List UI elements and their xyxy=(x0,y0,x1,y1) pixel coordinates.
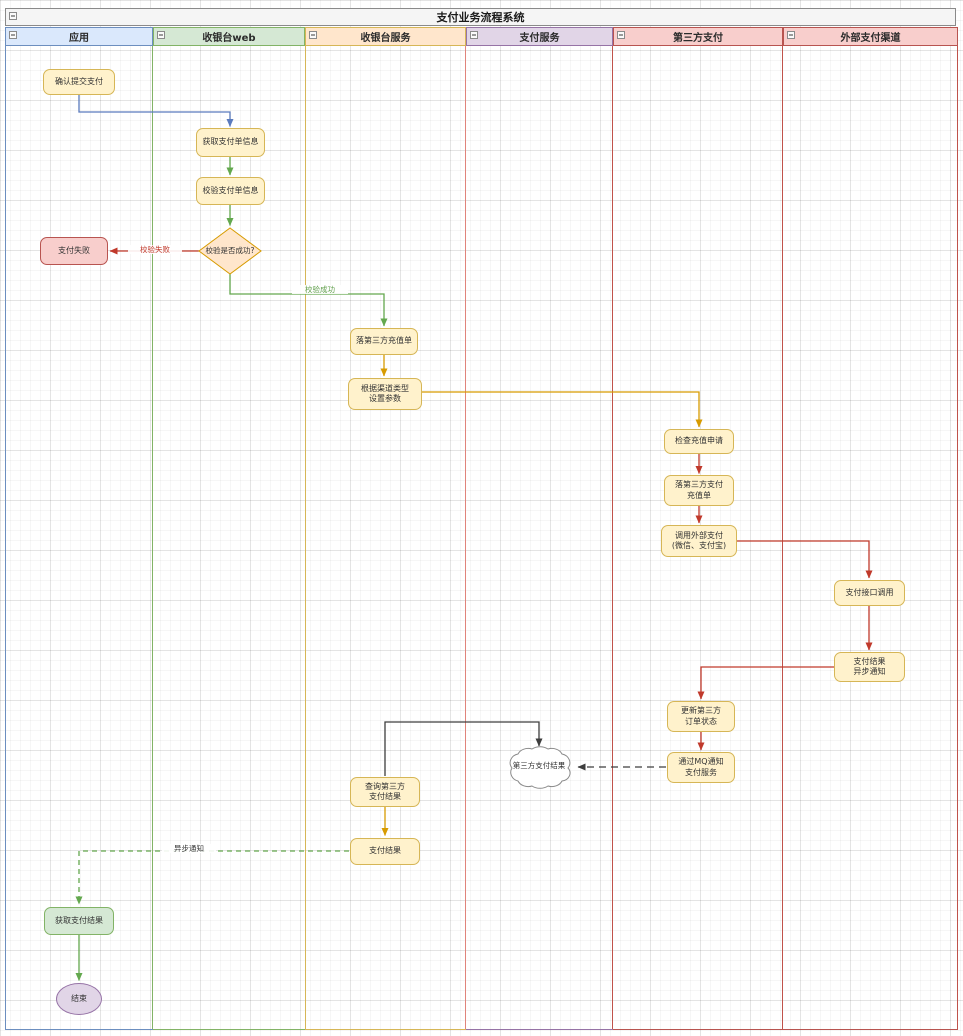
lane-bottom-border xyxy=(305,1029,466,1030)
node-end[interactable]: 结束 xyxy=(56,983,102,1015)
collapse-icon[interactable] xyxy=(470,31,478,39)
lane-label: 外部支付渠道 xyxy=(840,33,901,44)
node-check-recharge-request[interactable]: 检查充值申请 xyxy=(664,429,734,454)
node-create-third-party-recharge[interactable]: 落第三方支付 充值单 xyxy=(664,475,734,506)
lane-label: 应用 xyxy=(69,33,89,44)
lane-bottom-border xyxy=(783,1029,958,1030)
lane-bottom-border xyxy=(613,1029,783,1030)
collapse-icon[interactable] xyxy=(617,31,625,39)
lane-divider xyxy=(782,46,783,1030)
lane-label: 收银台web xyxy=(202,33,256,44)
edge-call-to-interface xyxy=(737,540,873,579)
pool-title-bar[interactable]: 支付业务流程系统 xyxy=(5,8,956,26)
lane-header-app[interactable]: 应用 xyxy=(5,27,153,46)
edge-label-validate-success: 校验成功 xyxy=(292,285,348,294)
node-pay-failed[interactable]: 支付失败 xyxy=(40,237,108,265)
lane-divider xyxy=(612,46,613,1030)
edge-query-to-cloud xyxy=(384,721,543,776)
lane-bottom-border xyxy=(466,1029,613,1030)
collapse-icon[interactable] xyxy=(787,31,795,39)
collapse-icon[interactable] xyxy=(9,31,17,39)
lane-label: 支付服务 xyxy=(519,33,560,44)
node-mq-notify-pay-service[interactable]: 通过MQ通知 支付服务 xyxy=(667,752,735,783)
collapse-icon[interactable] xyxy=(157,31,165,39)
node-confirm-submit[interactable]: 确认提交支付 xyxy=(43,69,115,95)
edge-params-to-check xyxy=(422,391,703,428)
lane-bottom-border xyxy=(5,1029,153,1030)
node-query-third-party-result[interactable]: 查询第三方 支付结果 xyxy=(350,777,420,807)
edge-label-validate-fail: 校验失败 xyxy=(128,245,182,254)
lane-label: 收银台服务 xyxy=(360,33,411,44)
lane-divider xyxy=(152,46,153,1030)
collapse-icon[interactable] xyxy=(309,31,317,39)
lane-divider xyxy=(465,46,466,1030)
lane-header-external-channel[interactable]: 外部支付渠道 xyxy=(783,27,958,46)
node-get-payment-info[interactable]: 获取支付单信息 xyxy=(196,128,265,157)
edge-result-to-getresult xyxy=(75,850,349,905)
edge-confirm-to-getinfo xyxy=(78,95,234,127)
collapse-icon[interactable] xyxy=(9,12,17,20)
node-validate-payment-info[interactable]: 校验支付单信息 xyxy=(196,177,265,205)
lane-bottom-border xyxy=(153,1029,305,1030)
node-set-channel-params[interactable]: 根据渠道类型 设置参数 xyxy=(348,378,422,410)
pool-title: 支付业务流程系统 xyxy=(436,11,525,24)
lane-header-pay-service[interactable]: 支付服务 xyxy=(466,27,613,46)
lane-header-cashier-web[interactable]: 收银台web xyxy=(153,27,305,46)
cloud-shape[interactable] xyxy=(509,746,571,789)
edge-decision-to-recharge xyxy=(229,274,388,327)
node-create-recharge-order[interactable]: 落第三方充值单 xyxy=(350,328,418,355)
node-pay-result[interactable]: 支付结果 xyxy=(350,838,420,865)
decision-diamond[interactable] xyxy=(198,227,262,275)
lane-header-third-party-pay[interactable]: 第三方支付 xyxy=(613,27,783,46)
lane-divider xyxy=(957,46,958,1030)
edge-label-async-notify: 异步通知 xyxy=(162,844,216,853)
node-pay-interface-call[interactable]: 支付接口调用 xyxy=(834,580,905,606)
node-call-external-pay[interactable]: 调用外部支付 (微信、支付宝) xyxy=(661,525,737,557)
lane-header-cashier-service[interactable]: 收银台服务 xyxy=(305,27,466,46)
edge-asyncnotify-to-update xyxy=(697,666,834,700)
lane-divider xyxy=(5,46,6,1030)
lane-label: 第三方支付 xyxy=(673,33,723,44)
node-update-third-party-order[interactable]: 更新第三方 订单状态 xyxy=(667,701,735,732)
lane-divider xyxy=(305,46,306,1030)
node-get-pay-result[interactable]: 获取支付结果 xyxy=(44,907,114,935)
node-pay-result-async-notify[interactable]: 支付结果 异步通知 xyxy=(834,652,905,682)
